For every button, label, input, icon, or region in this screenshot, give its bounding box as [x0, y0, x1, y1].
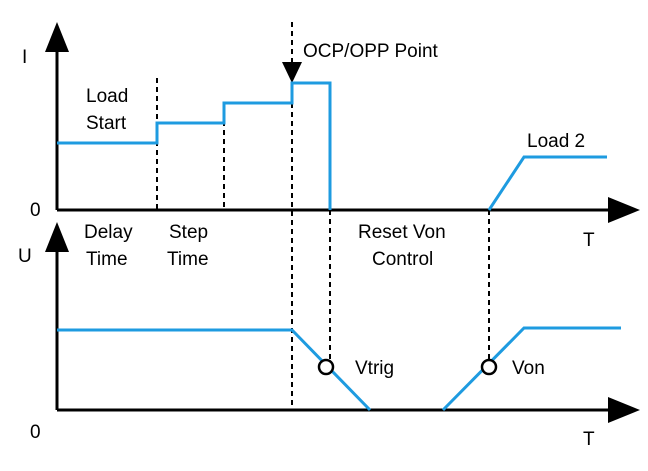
current-origin-label: 0	[30, 200, 41, 221]
current-x-arrowhead	[608, 197, 640, 223]
von-marker	[480, 358, 498, 376]
reset-von-control-label-line1: Reset Von	[358, 222, 446, 243]
vtrig-label: Vtrig	[355, 358, 394, 379]
current-time-axis-label: T	[583, 230, 595, 251]
von-label: Von	[512, 358, 545, 379]
ocp-opp-point-label: OCP/OPP Point	[303, 41, 439, 62]
voltage-origin-label: 0	[30, 422, 41, 443]
voltage-x-arrowhead	[608, 397, 640, 423]
load-start-label-line2: Start	[86, 113, 127, 134]
reset-von-control-label-line2: Control	[372, 249, 433, 270]
step-time-label-line2: Time	[167, 249, 209, 270]
delay-time-label-line1: Delay	[84, 222, 133, 243]
voltage-trace-falling	[57, 328, 372, 412]
load-2-label: Load 2	[527, 131, 585, 152]
vtrig-marker	[317, 358, 335, 376]
load-2-current-trace	[487, 155, 607, 211]
current-trace	[57, 81, 332, 210]
voltage-trace-rising	[441, 326, 621, 412]
current-y-arrowhead	[45, 22, 69, 52]
voltage-y-arrowhead	[45, 222, 69, 252]
delay-time-label-line2: Time	[86, 249, 128, 270]
load-start-label-line1: Load	[86, 86, 128, 107]
voltage-time-axis-label: T	[583, 429, 595, 450]
step-time-label-line1: Step	[169, 222, 208, 243]
ocp-point-arrowhead	[282, 62, 302, 83]
current-axis-label: I	[22, 47, 27, 68]
voltage-axis-label: U	[18, 246, 32, 267]
